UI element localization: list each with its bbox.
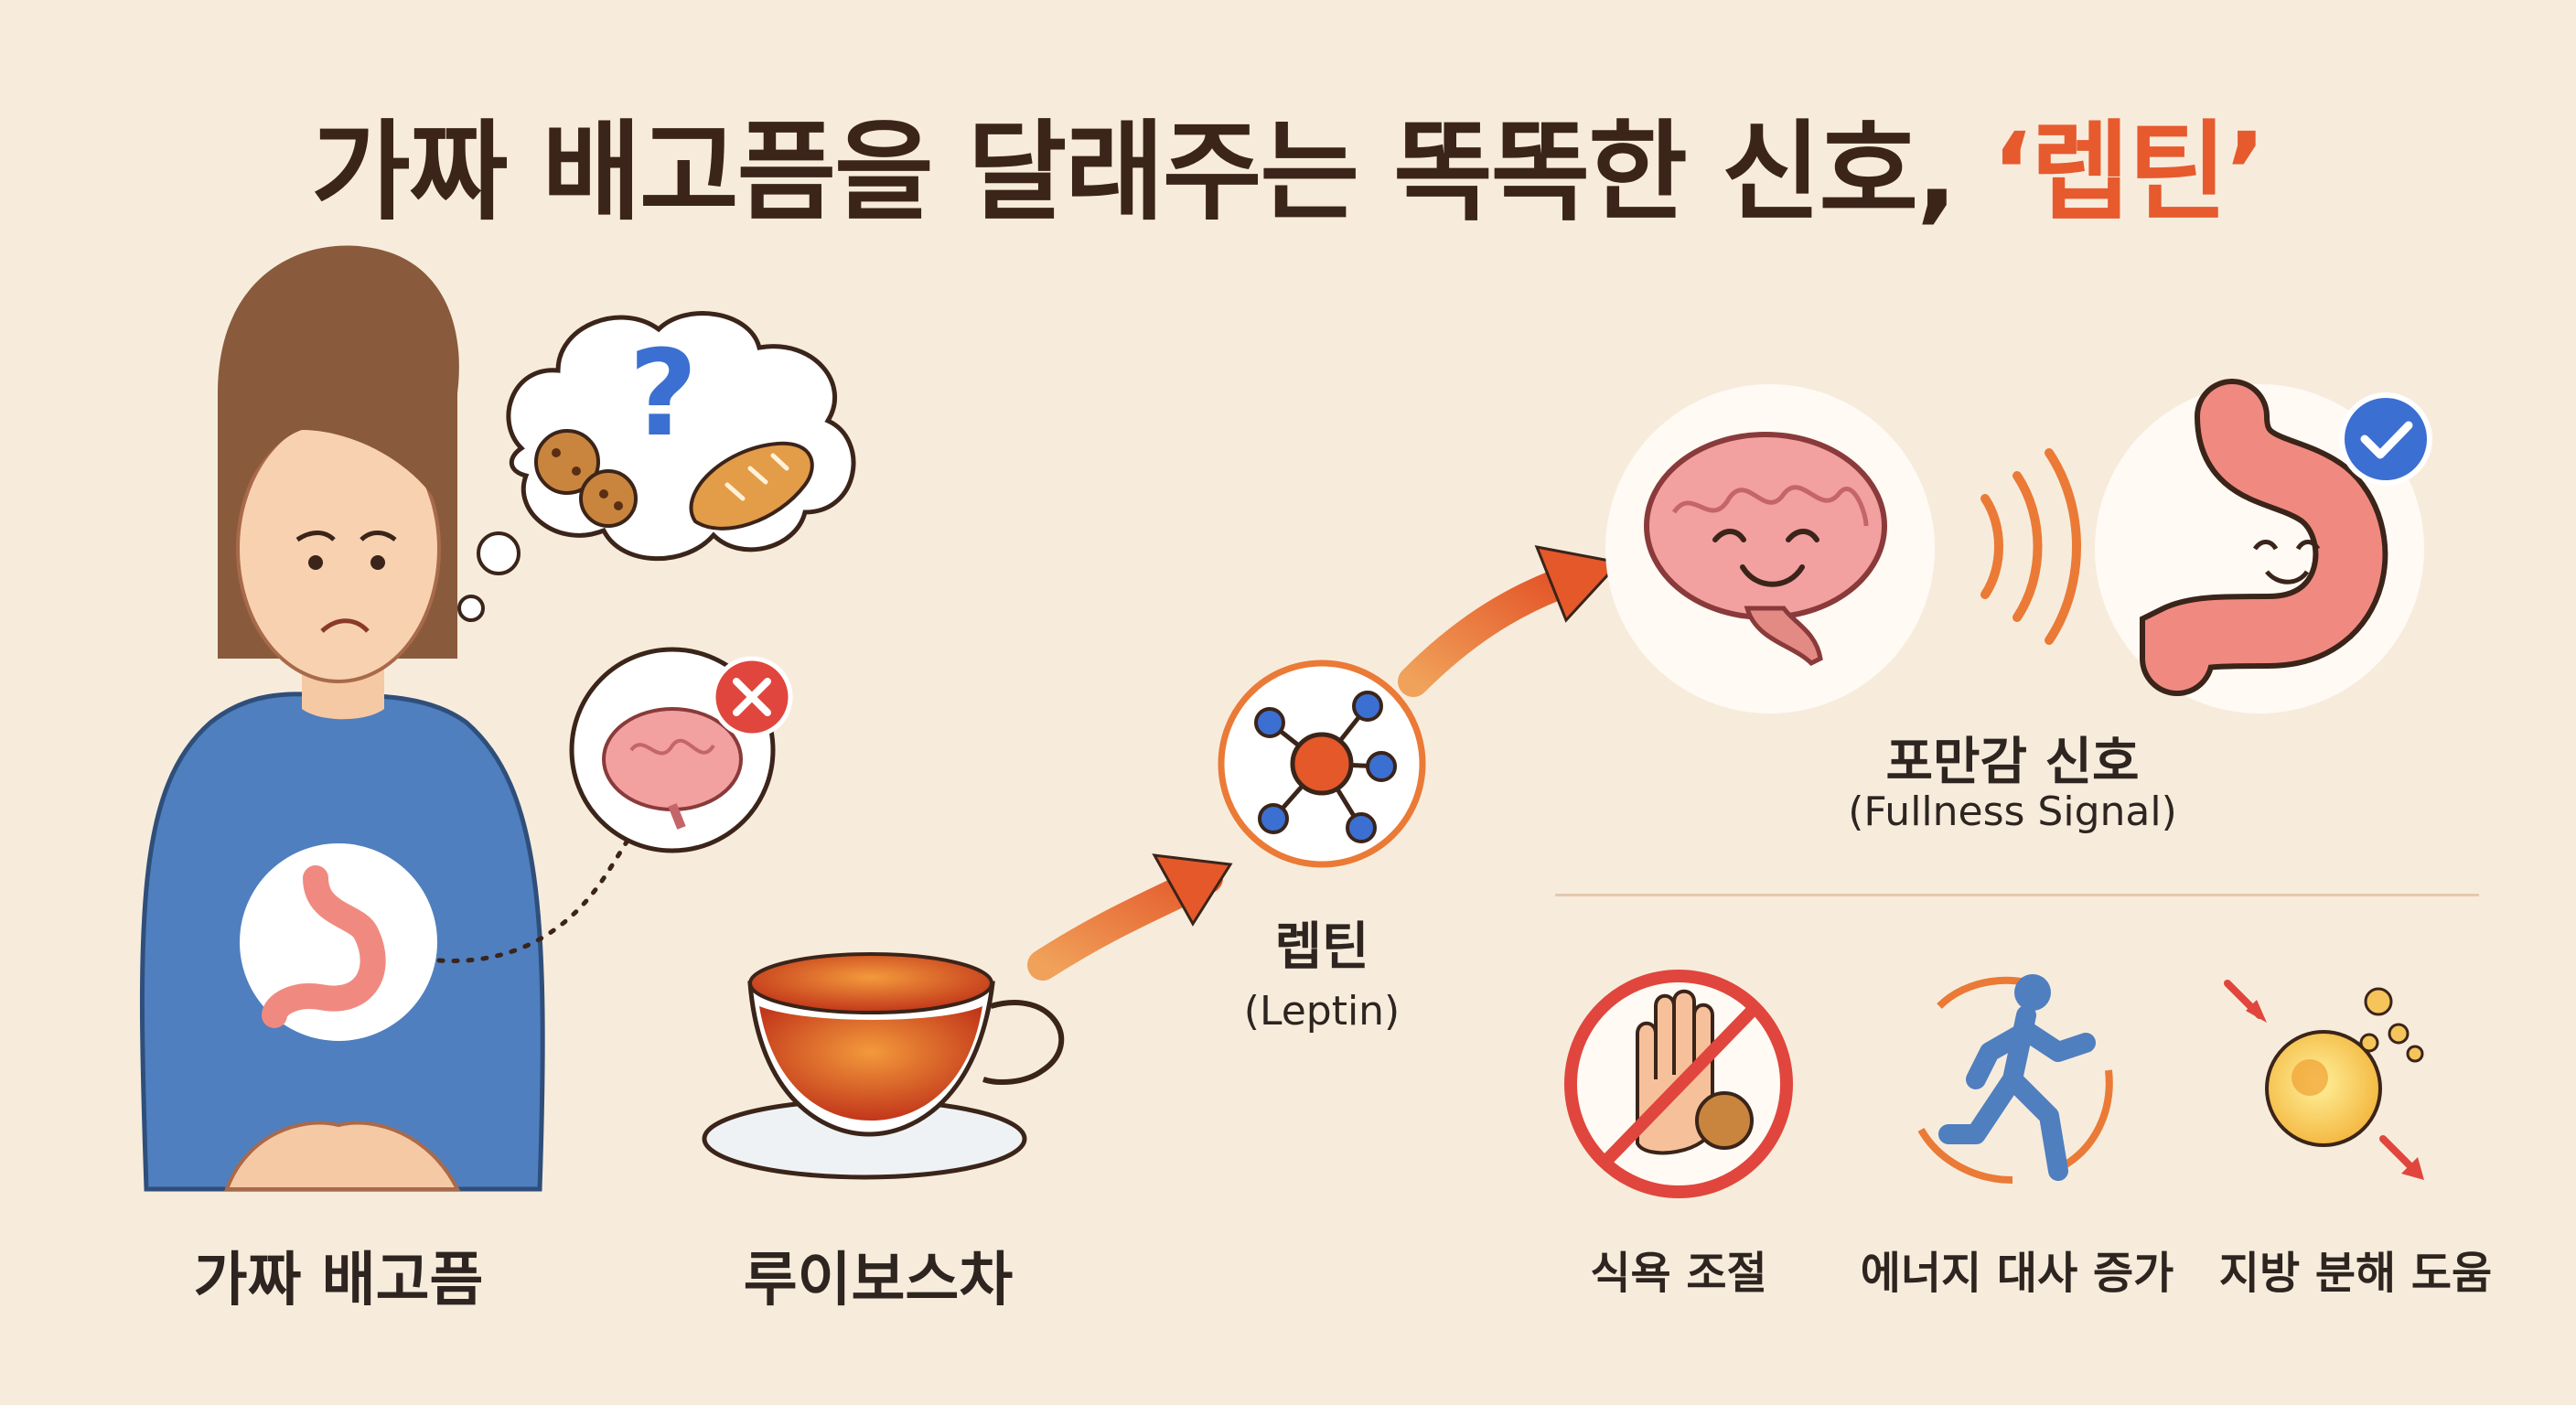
label-fake-hunger: 가짜 배고픔 xyxy=(193,1247,484,1314)
label-leptin-en: (Leptin) xyxy=(1243,988,1401,1035)
happy-stomach-badge xyxy=(2095,379,2424,713)
bread-icon xyxy=(689,441,814,531)
rooibos-tea-cup xyxy=(702,952,1065,1180)
stomach-badge xyxy=(240,843,437,1041)
question-mark-icon: ? xyxy=(628,324,697,463)
label-fullness-en: (Fullness Signal) xyxy=(1848,788,2177,835)
no-snacking-icon xyxy=(1564,970,1793,1198)
label-appetite-control: 식욕 조절 xyxy=(1590,1248,1767,1299)
cross-icon xyxy=(711,656,793,738)
running-person-icon xyxy=(1917,974,2113,1184)
label-rooibos-tea: 루이보스차 xyxy=(743,1247,1014,1314)
divider xyxy=(1555,894,2479,896)
label-fat-breakdown: 지방 분해 도움 xyxy=(2218,1248,2493,1299)
fat-breakdown-icon xyxy=(2224,980,2424,1180)
label-fullness: 포만감 신호 xyxy=(1885,733,2140,792)
arrow-head-icon xyxy=(1152,853,1233,927)
cookie-icon xyxy=(534,429,638,528)
title-accent: ‘렙틴’ xyxy=(1991,109,2267,235)
happy-brain-badge xyxy=(1605,384,1935,713)
title-main: 가짜 배고픔을 달래주는 똑똑한 신호, xyxy=(311,109,1991,235)
check-icon xyxy=(2339,392,2432,486)
label-leptin: 렙틴 xyxy=(1274,917,1369,977)
signal-waves-icon xyxy=(1980,448,2081,645)
page-title: 가짜 배고픔을 달래주는 똑똑한 신호, ‘렙틴’ xyxy=(0,84,2576,241)
woman-figure xyxy=(139,245,545,1192)
arrow-leptin-to-brain xyxy=(1398,570,1571,697)
label-energy-metabolism: 에너지 대사 증가 xyxy=(1860,1248,2174,1299)
leptin-molecule-badge xyxy=(1218,660,1426,868)
arrow-head-icon xyxy=(1534,545,1622,623)
